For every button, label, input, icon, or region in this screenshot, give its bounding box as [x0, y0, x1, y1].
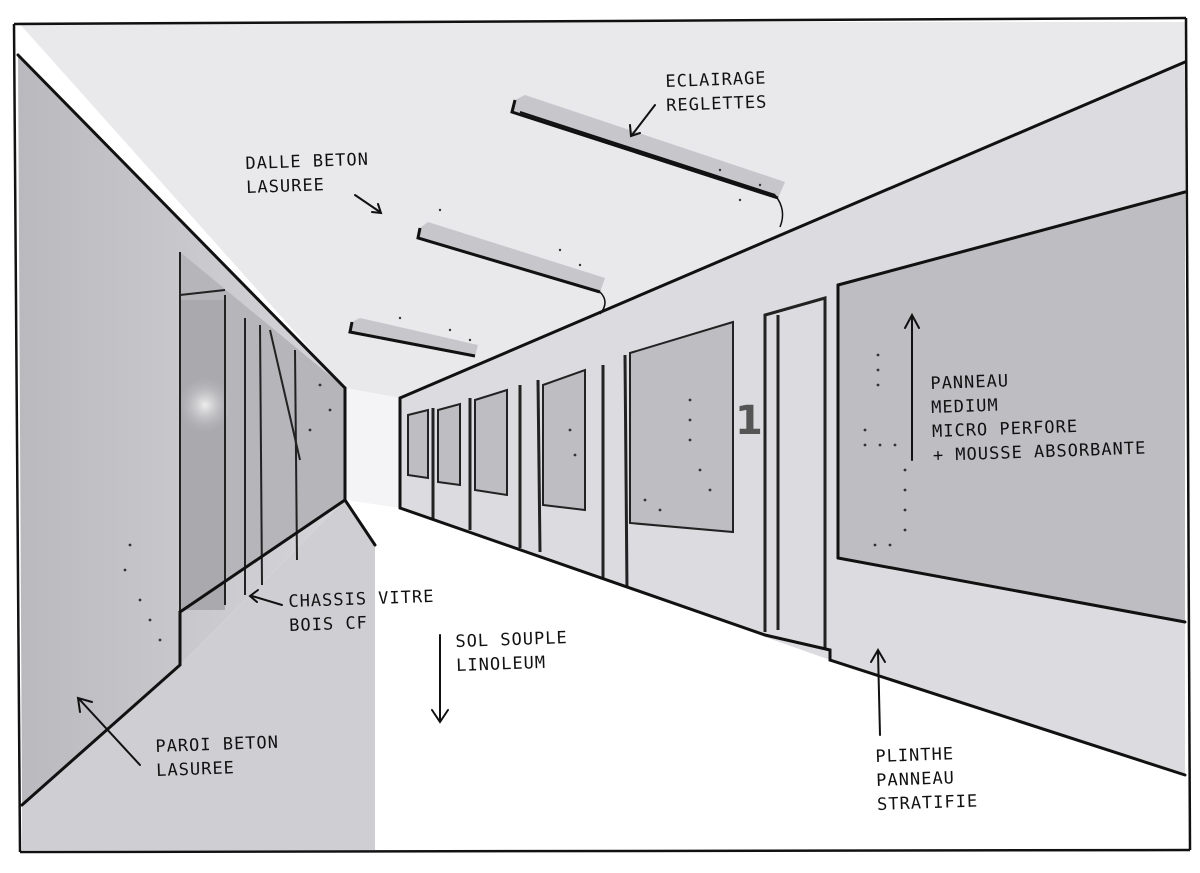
panel-arrow [904, 312, 920, 461]
wall-arrow [76, 696, 141, 766]
left-floor-strip [22, 500, 375, 850]
ceiling-arrow [354, 194, 383, 215]
plinth-arrow [870, 648, 886, 736]
label-panel: PANNEAU MEDIUM MICRO PERFORE + MOUSSE AB… [930, 371, 1147, 466]
door-number: 1 [735, 398, 763, 444]
right-wall [400, 62, 1185, 775]
label-lighting: ECLAIRAGE REGLETTES [665, 68, 768, 116]
frame-arrow [248, 589, 283, 606]
perforation-dots [123, 168, 907, 642]
ceiling-slab [18, 22, 1185, 398]
lighting-arrow [629, 104, 656, 138]
label-glazed-frame: CHASSIS VITRE BOIS CF [288, 586, 435, 636]
label-ceiling-slab: DALLE BETON LASUREE [245, 149, 370, 198]
floor [345, 500, 1185, 850]
perforated-panel [838, 192, 1185, 622]
label-floor: SOL SOUPLE LINOLEUM [455, 628, 569, 676]
label-plinth: PLINTHE PANNEAU STRATIFIE [875, 744, 979, 815]
floor-arrow [431, 634, 449, 724]
corridor-panels [407, 320, 734, 534]
light-fixtures [348, 95, 785, 358]
label-left-wall: PAROI BETON LASUREE [155, 732, 280, 781]
